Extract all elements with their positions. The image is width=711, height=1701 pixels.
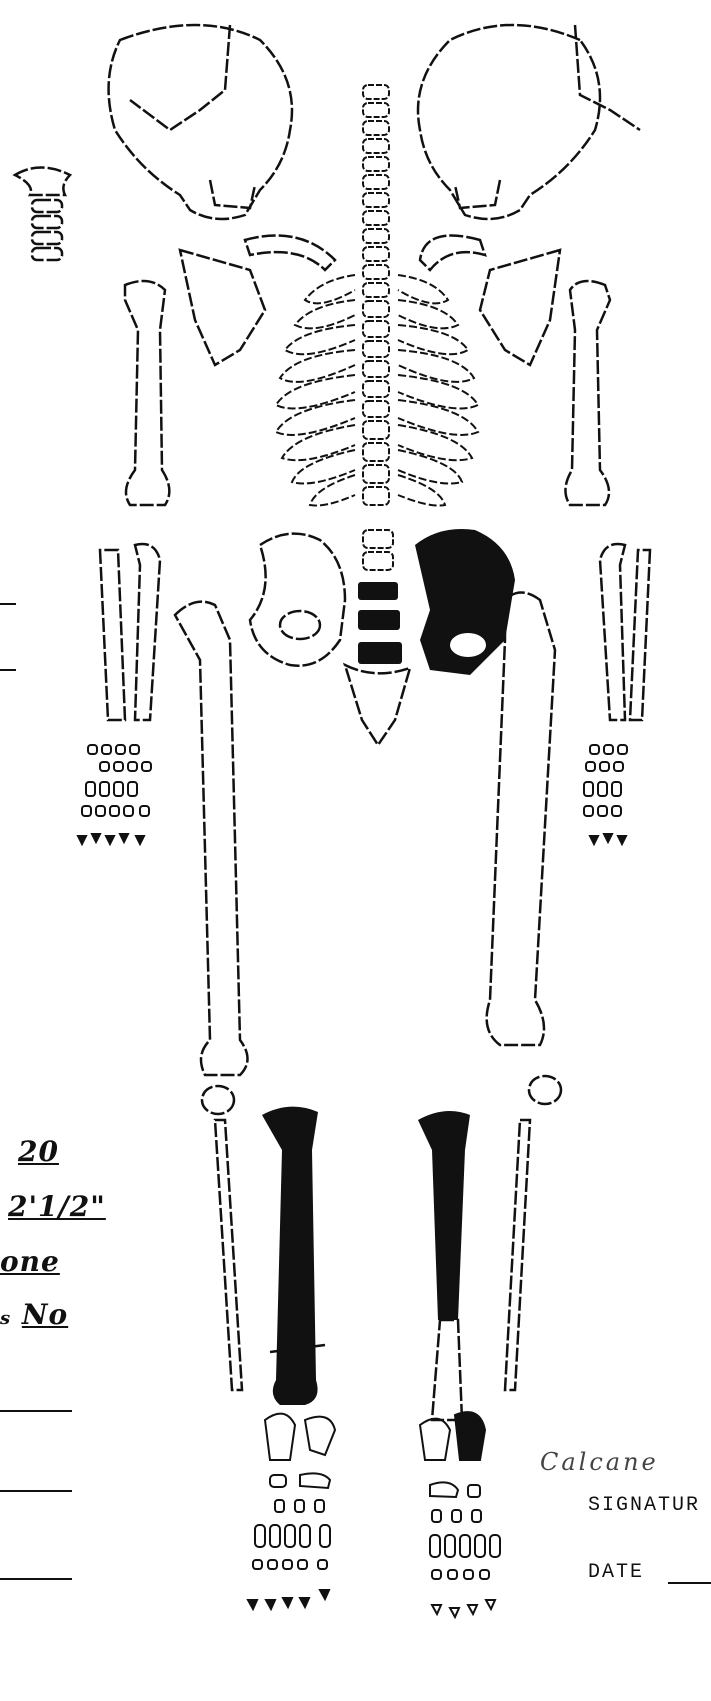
clavicle-right <box>420 236 485 271</box>
tibia-right-lower <box>432 1320 462 1420</box>
signature-label: SIGNATUR <box>588 1494 700 1517</box>
tibia-left-highlighted <box>262 1107 318 1405</box>
ilium-left <box>250 534 345 666</box>
hand-right <box>584 745 627 844</box>
ribs-right <box>398 275 478 506</box>
loose-vertebra <box>15 168 70 261</box>
blank-line-4 <box>0 1490 72 1492</box>
date-label: DATE <box>588 1561 644 1584</box>
humerus-left <box>125 281 169 505</box>
blank-line-2 <box>0 669 16 671</box>
spine <box>363 85 393 570</box>
foot-left <box>248 1414 335 1609</box>
humerus-right <box>565 281 610 505</box>
hand-left <box>78 745 151 844</box>
calcaneus-annotation: Calcane <box>540 1448 659 1476</box>
sacrum <box>345 665 410 745</box>
fibula-right <box>505 1120 530 1390</box>
tibia-right-highlighted <box>418 1111 470 1320</box>
skull-right <box>418 25 640 219</box>
clavicle-left <box>245 236 335 271</box>
lumbar-highlighted <box>358 582 402 664</box>
scapula-right <box>480 250 560 365</box>
blank-line-3 <box>0 1410 72 1412</box>
field4: s No <box>0 1298 68 1331</box>
ribs-left <box>276 275 355 506</box>
field4-prefix: s <box>0 1308 11 1329</box>
blank-line-1 <box>0 603 16 605</box>
forearm-right <box>600 544 650 720</box>
patella-left <box>202 1086 234 1114</box>
patella-right <box>529 1076 561 1104</box>
foot-right <box>420 1412 500 1617</box>
date-line <box>668 1582 711 1584</box>
height-value: 2'1/2" <box>8 1190 106 1223</box>
scapula-left <box>180 250 265 365</box>
calcaneus-highlighted <box>455 1412 485 1460</box>
fibula-left <box>215 1120 242 1390</box>
femur-left <box>175 602 248 1075</box>
field4-value: No <box>22 1298 68 1331</box>
skull-left <box>109 25 292 219</box>
field3-value: one <box>0 1245 60 1278</box>
femur-right <box>487 593 555 1046</box>
blank-line-5 <box>0 1578 72 1580</box>
obturator-left <box>280 611 320 639</box>
forearm-left <box>100 544 160 720</box>
age-value: 20 <box>18 1135 59 1168</box>
